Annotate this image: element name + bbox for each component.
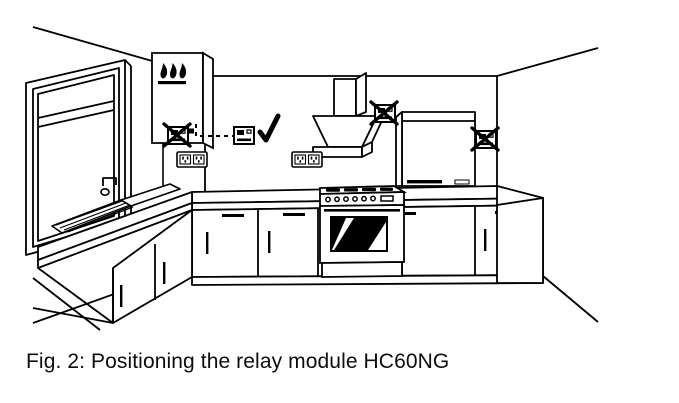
left-door-handle-2: [163, 262, 166, 284]
draining-grooves: [55, 200, 134, 233]
hob-burners: [326, 187, 393, 192]
boiler-display: [185, 128, 194, 134]
window-reveal-line: [124, 59, 132, 67]
tap-base: [100, 188, 110, 197]
oven-knob-6: [370, 195, 376, 202]
oven-knob-4: [352, 195, 358, 202]
hob-burner-4: [380, 187, 393, 191]
floor-line-right: [542, 275, 599, 323]
drawer-handle-2: [283, 213, 305, 216]
door-handle-1: [206, 232, 209, 254]
boiler-side-panel: [202, 51, 214, 150]
window-transom-bottom: [37, 109, 115, 128]
oven-knob-3: [343, 196, 349, 203]
tap-spout: [102, 177, 117, 186]
flame-underline-bar: [158, 81, 186, 85]
relay-position-extractor-hood[interactable]: [369, 100, 399, 126]
glass-reflection-1: [332, 218, 354, 250]
fridge-control-strip: [454, 179, 470, 185]
window-transom-top: [37, 100, 115, 119]
fridge-handle-upper: [407, 180, 442, 184]
ceiling-line-right: [496, 47, 599, 77]
hood-rim-side: [361, 141, 373, 158]
gas-boiler: [151, 51, 214, 188]
flame-icon-2: [169, 63, 177, 79]
oven-knob-2: [334, 196, 340, 203]
hob-burner-1: [326, 188, 340, 192]
relay-module-icon-approved: [233, 126, 255, 145]
kitchen-perspective-diagram: [25, 26, 599, 331]
oven-door-glass: [330, 216, 388, 252]
window: [25, 59, 132, 256]
hood-chimney-side: [355, 72, 367, 117]
door-handle-2: [268, 231, 271, 253]
cooker: [319, 185, 408, 278]
wall-socket-right: [291, 151, 323, 168]
relay-position-approved[interactable]: [233, 113, 281, 145]
drawer-handle-3: [396, 212, 416, 215]
oven-controls: [325, 195, 394, 203]
oven-door-handle: [324, 209, 400, 212]
left-door-handle-1: [120, 285, 123, 307]
left-worktop-underline-c: [32, 307, 114, 324]
glass-reflection-2: [368, 222, 386, 250]
oven-display: [380, 195, 394, 202]
wall-socket-left: [176, 151, 208, 168]
left-run-units: [32, 191, 193, 331]
drawer-handle-1: [222, 214, 244, 217]
left-worktop-underline-b: [32, 277, 101, 331]
hood-chimney-front: [333, 78, 357, 117]
relay-position-boiler-adjacent[interactable]: [162, 122, 192, 148]
sink-assembly: [51, 177, 181, 234]
oven-drawer: [321, 261, 403, 278]
door-handle-4: [484, 229, 487, 251]
right-cabinet-side: [496, 197, 544, 284]
oven-knob-1: [325, 196, 331, 203]
boiler-flame-symbol: [158, 63, 187, 85]
hob-burner-3: [362, 187, 376, 192]
flame-icon-3: [179, 63, 187, 79]
figure-caption: Fig. 2: Positioning the relay module HC6…: [26, 350, 450, 373]
check-icon: [257, 113, 281, 143]
relay-position-right-wall[interactable]: [470, 126, 500, 152]
oven-knob-5: [361, 195, 367, 202]
right-run-units: [496, 185, 544, 284]
flame-icon-1: [160, 63, 168, 79]
hob-burner-2: [344, 188, 358, 192]
dashed-connection-line: [195, 124, 234, 137]
window-glass-area: [37, 74, 115, 242]
left-worktop-underline-a: [37, 267, 114, 324]
